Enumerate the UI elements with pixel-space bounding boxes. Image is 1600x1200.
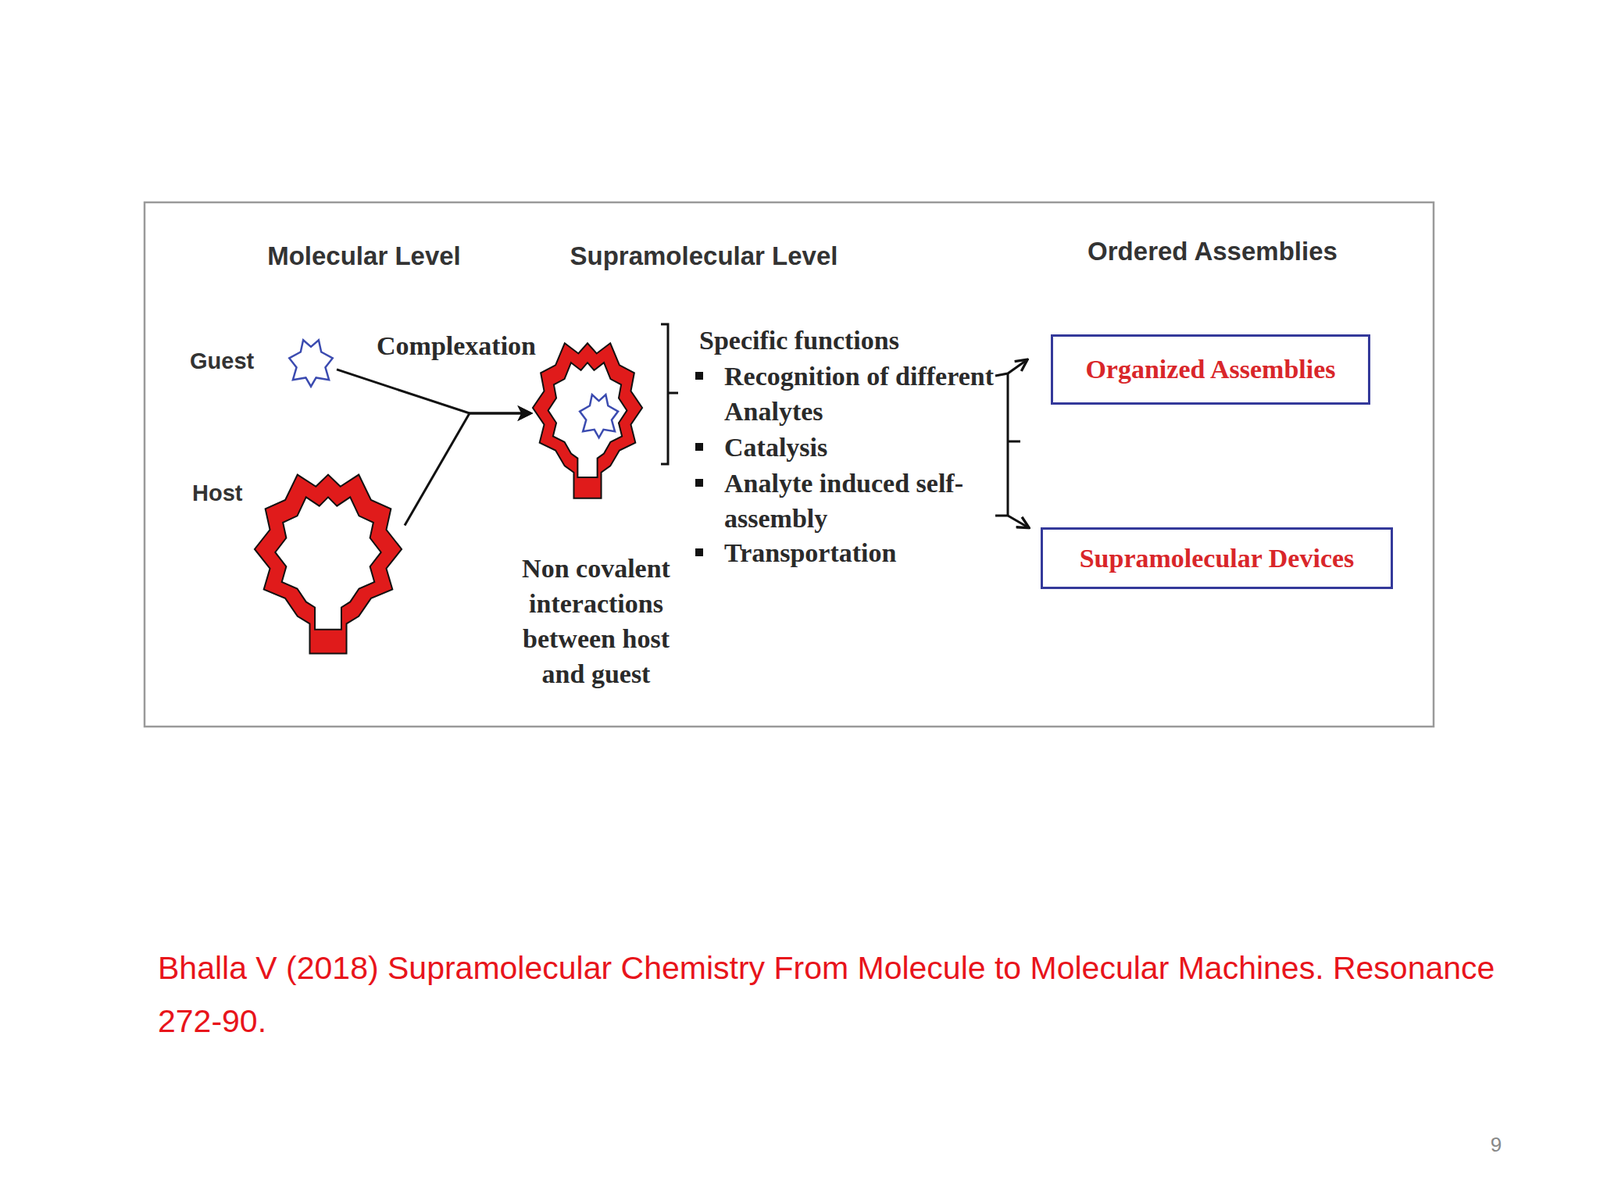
node-text: Supramolecular Devices [1079, 542, 1355, 575]
bullet [695, 371, 704, 380]
guest-molecule: Guest [285, 337, 337, 390]
bound-guest [579, 394, 618, 438]
function-item: Analyte induced self-assembly [724, 465, 994, 536]
bracket-arrow [995, 360, 1027, 376]
bracket [660, 324, 679, 465]
host-ring [254, 475, 402, 654]
node-shape [530, 336, 645, 505]
node-shape [285, 337, 337, 390]
citation-caption: Bhalla V (2018) Supramolecular Chemistry… [157, 941, 1502, 1048]
bullet [695, 478, 704, 487]
complexation-arrow [404, 413, 531, 525]
function-item: Catalysis [724, 429, 994, 465]
column-heading: Molecular Level [239, 240, 490, 272]
node-shape [251, 467, 405, 661]
column-heading: Ordered Assemblies [1071, 235, 1354, 268]
bracket-tick [1007, 440, 1021, 443]
column-heading: Supramolecular Level [543, 240, 865, 272]
guest-outline [289, 339, 333, 386]
node-text: Non covalent interactions between host a… [506, 550, 686, 692]
complexation-arrow [336, 369, 531, 414]
host-molecule: Host [251, 467, 405, 661]
edge-label: Complexation [362, 328, 550, 364]
host-guest-complex: Non covalent interactions between host a… [530, 336, 645, 505]
host-cavity [548, 362, 628, 478]
function-heading: Specific functions [699, 322, 997, 358]
bullet [695, 442, 704, 451]
host-ring [532, 342, 643, 498]
bracket [1007, 373, 1010, 516]
host-cavity [275, 496, 381, 629]
node-text: Organized Assemblies [1085, 353, 1336, 386]
device-box: Supramolecular Devices [1040, 527, 1393, 590]
page-number: 9 [1480, 1132, 1512, 1157]
node-text: Guest [189, 346, 276, 375]
function-item: Transportation [724, 535, 994, 571]
function-item: Recognition of different Analytes [724, 358, 994, 429]
assembly-box: Organized Assemblies [1050, 334, 1371, 405]
bullet [695, 548, 704, 557]
node-text: Host [192, 478, 255, 508]
bracket-arrow [995, 515, 1029, 528]
figure-frame [144, 202, 1434, 727]
